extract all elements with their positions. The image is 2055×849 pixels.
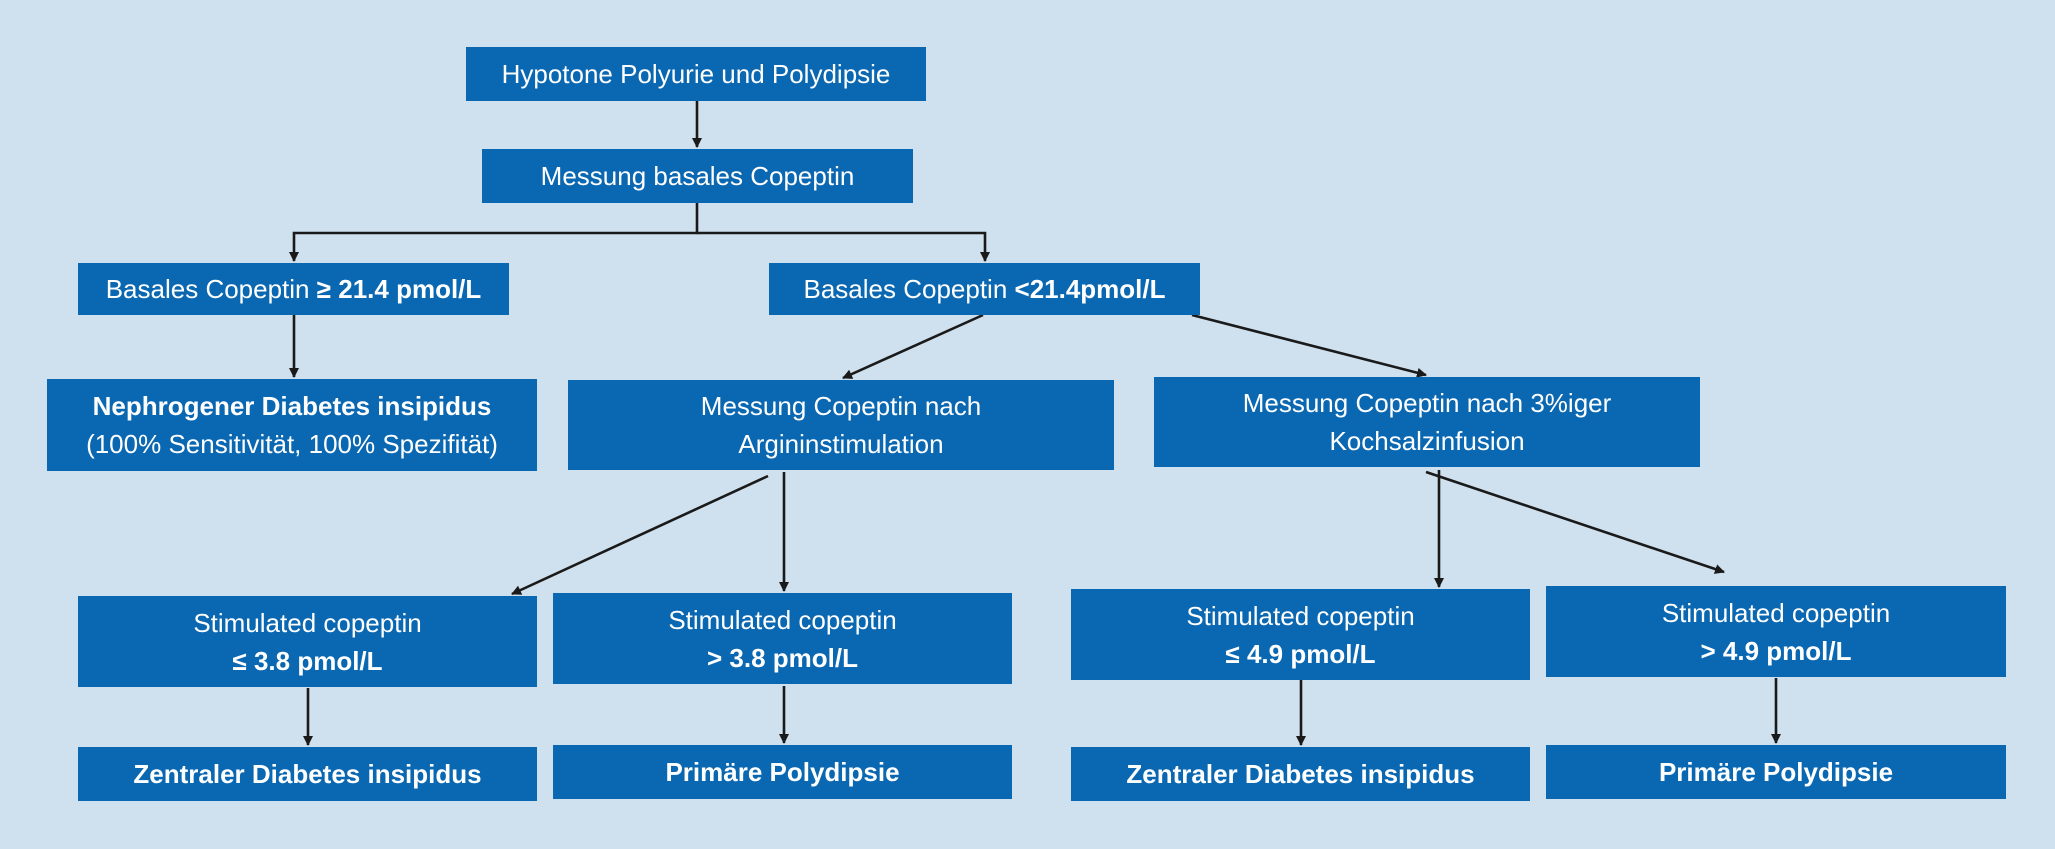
node-arginine-result-low: Stimulated copeptin ≤ 3.8 pmol/L bbox=[78, 596, 537, 687]
node-saline-result-low: Stimulated copeptin ≤ 4.9 pmol/L bbox=[1071, 589, 1530, 680]
arrow-low-to-saline bbox=[1191, 313, 1427, 378]
connector-basal-split bbox=[289, 203, 699, 262]
node-saline-central-di: Zentraler Diabetes insipidus bbox=[1071, 747, 1530, 801]
node-nephrogenic-di-title: Nephrogener Diabetes insipidus bbox=[92, 391, 492, 421]
node-saline-primary-polydipsia-text: Primäre Polydipsie bbox=[1658, 757, 1894, 787]
node-basal-copeptin-high: Basales Copeptin ≥ 21.4 pmol/L bbox=[78, 263, 509, 315]
arrow-saline-to-sal-high bbox=[1425, 470, 1725, 574]
node-saline-result-high-line2: > 4.9 pmol/L bbox=[1700, 635, 1852, 666]
node-polyuria-polydipsia-text: Hypotone Polyurie und Polydipsie bbox=[501, 59, 891, 89]
node-saline-infusion: Messung Copeptin nach 3%iger Kochsalzinf… bbox=[1154, 377, 1700, 467]
node-basal-copeptin-high-text: Basales Copeptin bbox=[105, 274, 317, 304]
node-nephrogenic-di-detail: (100% Sensitivität, 100% Spezifität) bbox=[86, 429, 498, 459]
node-saline-result-low-line2: ≤ 4.9 pmol/L bbox=[1225, 638, 1376, 669]
node-saline-primary-polydipsia: Primäre Polydipsie bbox=[1546, 745, 2006, 799]
node-arginine-central-di-text: Zentraler Diabetes insipidus bbox=[133, 759, 482, 789]
node-basal-copeptin-measurement-text: Messung basales Copeptin bbox=[540, 161, 855, 191]
node-saline-infusion-line2: Kochsalzinfusion bbox=[1329, 426, 1525, 456]
node-nephrogenic-di: Nephrogener Diabetes insipidus (100% Sen… bbox=[47, 379, 537, 471]
node-arginine-stimulation-line2: Argininstimulation bbox=[738, 429, 944, 459]
node-arginine-primary-polydipsia: Primäre Polydipsie bbox=[553, 745, 1012, 799]
node-basal-copeptin-low-line: Basales Copeptin <21.4pmol/L bbox=[803, 270, 1165, 308]
node-arginine-result-low-line2: ≤ 3.8 pmol/L bbox=[232, 645, 383, 676]
node-polyuria-polydipsia: Hypotone Polyurie und Polydipsie bbox=[466, 47, 926, 101]
node-arginine-central-di: Zentraler Diabetes insipidus bbox=[78, 747, 537, 801]
node-saline-result-low-line1: Stimulated copeptin bbox=[1186, 600, 1415, 631]
connector-basal-split-right bbox=[697, 231, 990, 262]
node-basal-copeptin-low-text: Basales Copeptin bbox=[803, 274, 1015, 304]
node-saline-central-di-text: Zentraler Diabetes insipidus bbox=[1126, 759, 1475, 789]
node-arginine-result-high-line1: Stimulated copeptin bbox=[668, 604, 897, 635]
node-saline-result-high: Stimulated copeptin > 4.9 pmol/L bbox=[1546, 586, 2006, 677]
node-arginine-stimulation-line1: Messung Copeptin nach bbox=[700, 391, 982, 421]
node-arginine-primary-polydipsia-text: Primäre Polydipsie bbox=[665, 757, 900, 787]
node-saline-infusion-line1: Messung Copeptin nach 3%iger bbox=[1242, 388, 1612, 418]
node-basal-copeptin-low-value: <21.4pmol/L bbox=[1014, 274, 1166, 304]
node-arginine-result-high: Stimulated copeptin > 3.8 pmol/L bbox=[553, 593, 1012, 684]
node-basal-copeptin-measurement: Messung basales Copeptin bbox=[482, 149, 913, 203]
node-arginine-stimulation: Messung Copeptin nach Argininstimulation bbox=[568, 380, 1114, 470]
node-saline-result-high-line1: Stimulated copeptin bbox=[1661, 597, 1891, 628]
node-basal-copeptin-low: Basales Copeptin <21.4pmol/L bbox=[769, 263, 1200, 315]
node-arginine-result-low-line1: Stimulated copeptin bbox=[193, 607, 422, 638]
node-basal-copeptin-high-line: Basales Copeptin ≥ 21.4 pmol/L bbox=[106, 270, 482, 308]
arrow-low-to-arginine bbox=[842, 313, 984, 380]
node-basal-copeptin-high-value: ≥ 21.4 pmol/L bbox=[316, 274, 482, 304]
arrow-arginine-to-arg-low bbox=[511, 474, 769, 596]
node-arginine-result-high-line2: > 3.8 pmol/L bbox=[707, 642, 858, 673]
